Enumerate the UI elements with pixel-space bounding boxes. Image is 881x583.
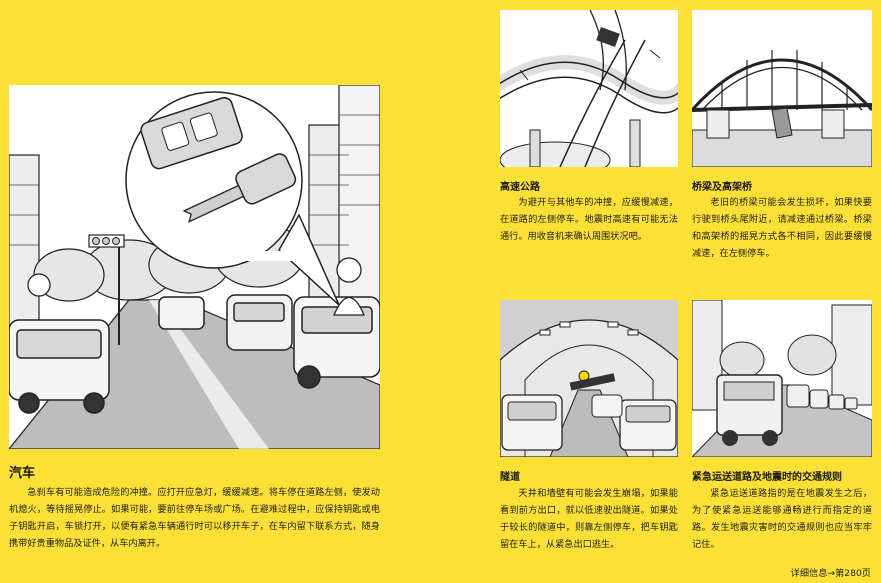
bridge-title: 桥梁及高架桥 <box>692 182 752 193</box>
tunnel-title: 隧道 <box>500 472 520 483</box>
highway-text: 为避开与其他车的冲撞，应缓慢减速，在道路的左侧停车。地震时高速有可能无法通行。用… <box>500 197 678 242</box>
highway-illustration <box>500 10 678 167</box>
see-more-link[interactable]: 详细信息→第280页 <box>790 568 871 579</box>
car-title: 汽车 <box>9 466 36 481</box>
highway-title: 高速公路 <box>500 182 540 193</box>
tunnel-illustration <box>500 300 678 457</box>
car-text: 急刹车有可能造成危险的冲撞。应打开应急灯，缓缓减速。将车停在道路左侧，使发动机熄… <box>9 487 380 549</box>
emergency-road-title: 紧急运送道路及地震时的交通规则 <box>692 472 842 483</box>
bridge-text: 老旧的桥梁可能会发生损坏，如果快要行驶到桥头尾附近，请减速通过桥梁。桥梁和高架桥… <box>692 197 872 259</box>
car-illustration <box>9 85 380 449</box>
tunnel-text: 天井和墙壁有可能会发生崩塌，如果能看到前方出口，就以低速驶出隧道。如果处于较长的… <box>500 488 678 550</box>
emergency-road-illustration <box>692 300 872 457</box>
bridge-illustration <box>692 10 872 167</box>
emergency-road-text: 紧急运送道路指的是在地震发生之后，为了使紧急运送能够通畅进行而指定的道路。发生地… <box>692 488 872 550</box>
